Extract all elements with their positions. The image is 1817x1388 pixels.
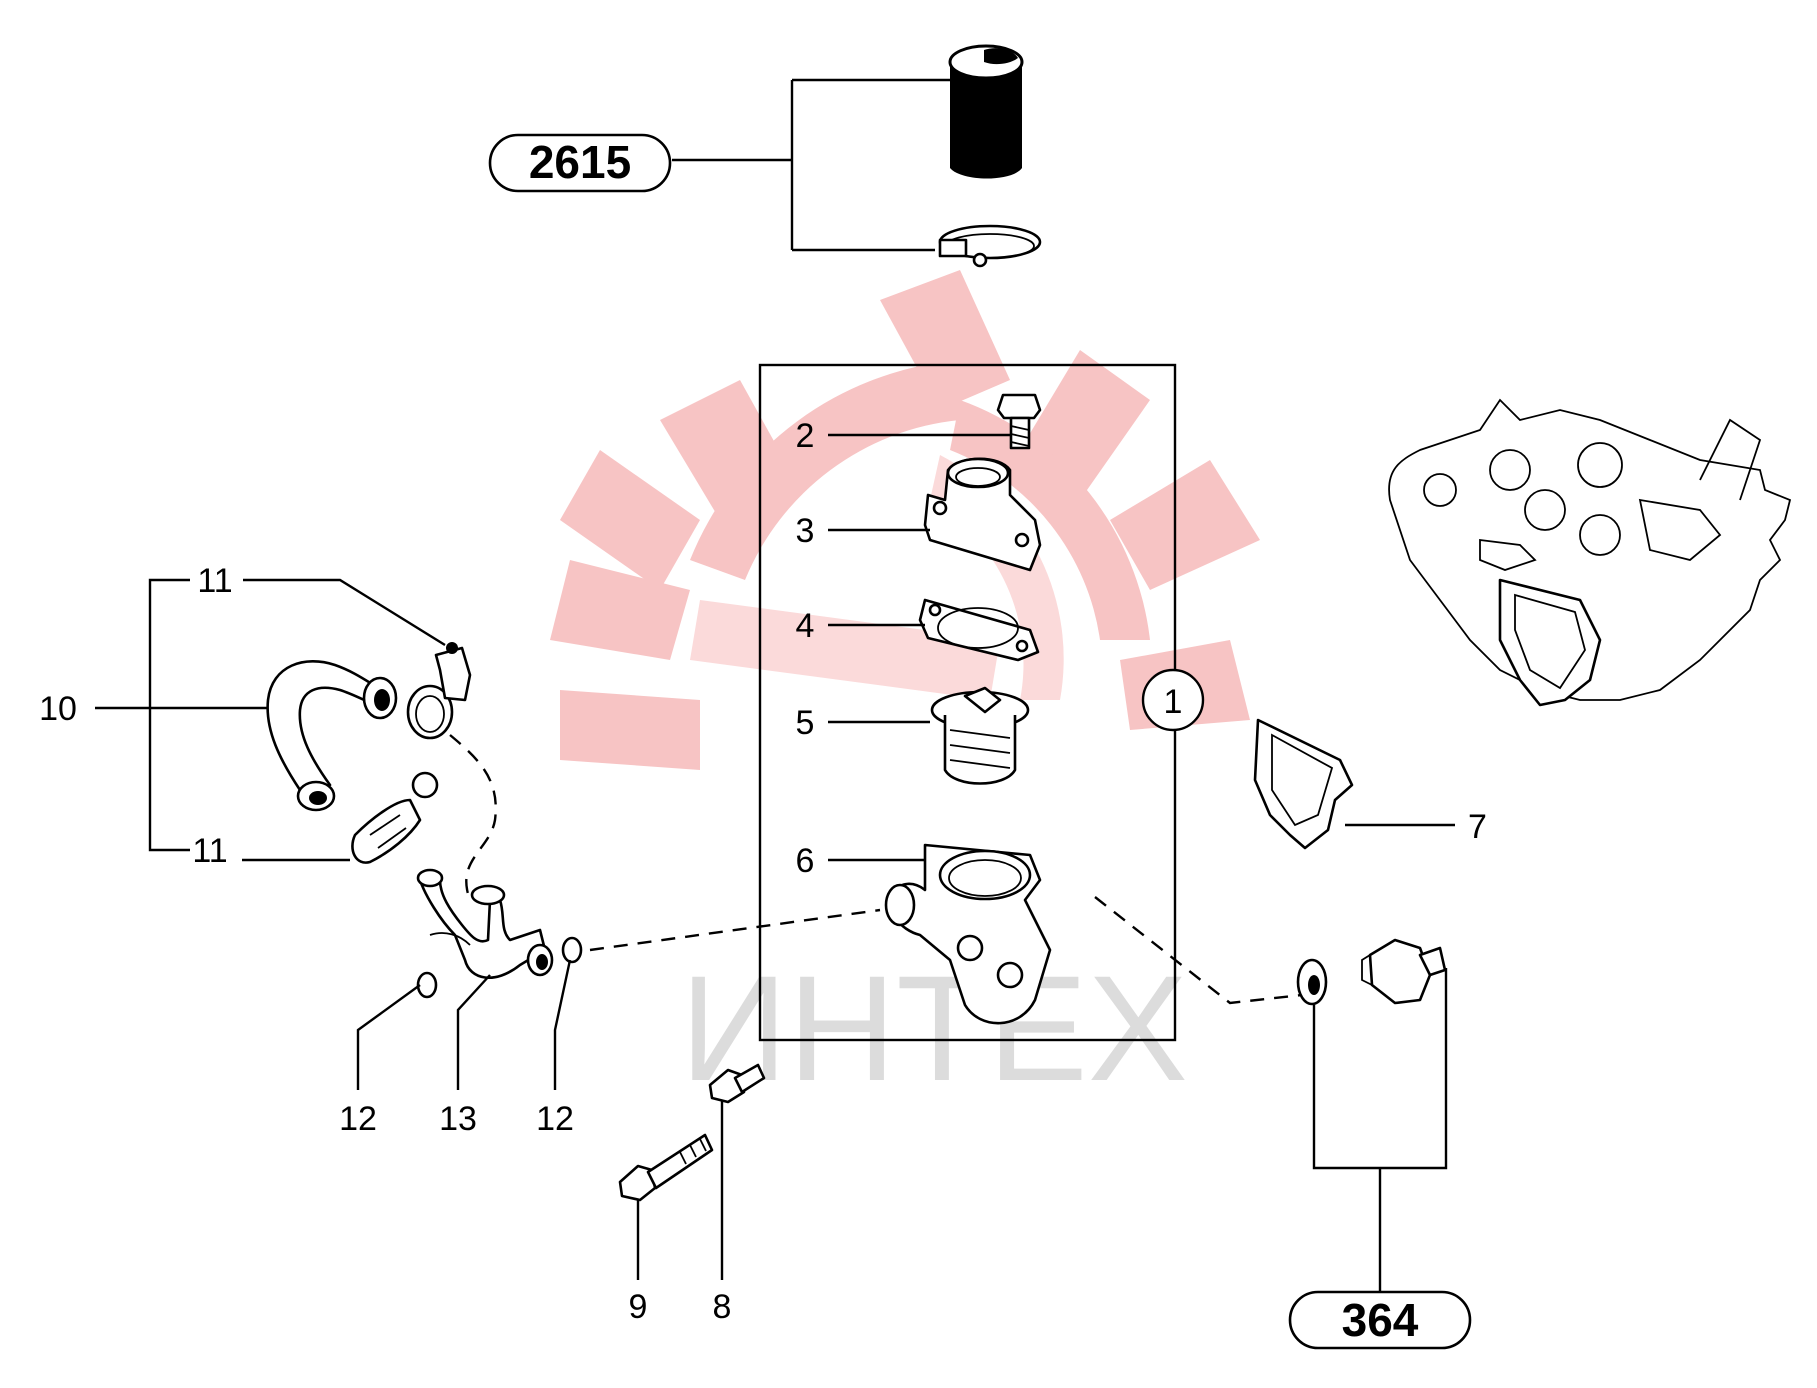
callout-5: 5 xyxy=(796,704,815,742)
callout-4: 4 xyxy=(796,607,815,645)
callout-12-right: 12 xyxy=(536,1100,574,1138)
water-pipe-icon xyxy=(416,868,554,980)
callout-11-bottom: 11 xyxy=(192,832,227,870)
hose-clamp-top-icon xyxy=(406,642,472,740)
gasket-icon xyxy=(918,598,1040,662)
short-bolt-icon xyxy=(708,1063,766,1104)
callout-6: 6 xyxy=(796,842,815,880)
callout-13: 13 xyxy=(439,1100,477,1138)
ref-2615-pill[interactable] xyxy=(488,133,672,193)
ref-364-pill[interactable] xyxy=(1288,1290,1472,1350)
callout-10: 10 xyxy=(39,690,77,728)
callout-11-top: 11 xyxy=(197,562,232,600)
callout-12-left: 12 xyxy=(339,1100,377,1138)
watermark-gear-logo xyxy=(550,270,1260,770)
callout-2: 2 xyxy=(796,417,815,455)
callout-1: 1 xyxy=(1164,683,1183,721)
ref-364-label: 364 xyxy=(1342,1294,1419,1346)
ref-2615-group: 2615 xyxy=(488,44,1042,268)
bent-hose-icon xyxy=(266,660,398,812)
watermark-text: ИНТЕХ xyxy=(680,944,1188,1112)
temperature-sensor-icon xyxy=(1361,938,1447,1005)
housing-gasket-icon xyxy=(1253,718,1354,850)
long-bolt-icon xyxy=(618,1133,714,1202)
callout-9: 9 xyxy=(629,1288,648,1326)
thermostat-cover-icon xyxy=(923,457,1042,572)
callout-3: 3 xyxy=(796,512,815,550)
hose-icon xyxy=(948,44,1024,179)
hose-clamp-icon xyxy=(938,224,1042,268)
callout-8: 8 xyxy=(713,1288,732,1326)
ref-2615-label: 2615 xyxy=(529,136,631,188)
bolt-icon xyxy=(996,393,1042,450)
callout-1-circle[interactable] xyxy=(1141,668,1205,732)
sensor-washer-icon xyxy=(1296,958,1328,1006)
thermostat-housing-icon xyxy=(884,843,1052,1025)
engine-block-icon xyxy=(1388,398,1792,707)
callout-7: 7 xyxy=(1468,808,1487,846)
hose-clamp-bottom-icon xyxy=(351,771,439,864)
o-ring-left-icon xyxy=(416,971,438,999)
o-ring-right-icon xyxy=(561,936,583,964)
thermostat-icon xyxy=(930,686,1030,785)
